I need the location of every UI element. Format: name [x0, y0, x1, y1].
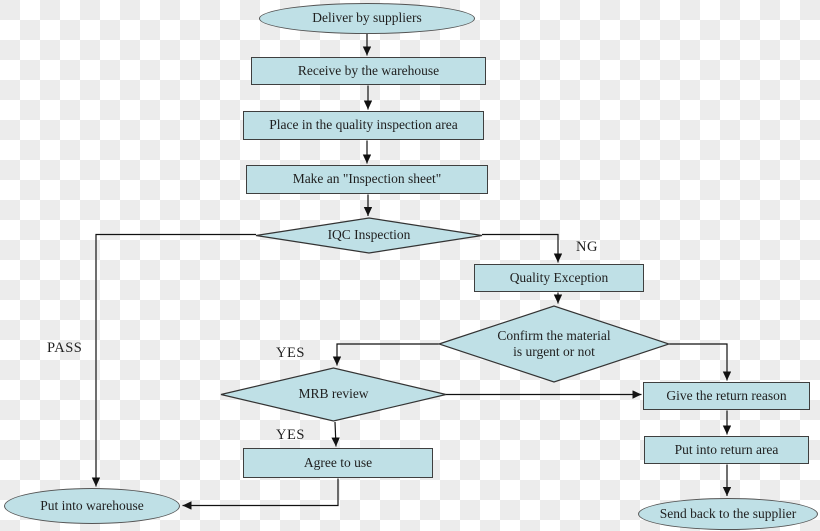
edge-mrb-agree-yes	[331, 421, 340, 447]
diamond-shape	[438, 305, 670, 383]
node-mrb-review-decision: MRB review	[220, 367, 447, 422]
node-label: MRB review	[298, 386, 369, 402]
node-quality-exception: Quality Exception	[474, 264, 644, 292]
node-label: Agree to use	[303, 454, 373, 470]
node-label: Put into warehouse	[40, 497, 144, 513]
diamond-shape	[220, 367, 447, 422]
node-label: IQC Inspection	[327, 227, 411, 243]
node-deliver-by-suppliers: Deliver by suppliers	[259, 3, 475, 34]
node-agree-to-use: Agree to use	[243, 448, 433, 478]
edge-label-yes-mrb-agree: YES	[276, 427, 305, 443]
node-label: Receive by the warehouse	[297, 62, 440, 78]
edge-label-yes-confirm-mrb: YES	[276, 345, 305, 361]
node-put-into-return-area: Put into return area	[644, 436, 809, 464]
node-iqc-inspection-decision: IQC Inspection	[255, 217, 483, 254]
node-put-into-warehouse: Put into warehouse	[4, 488, 180, 524]
edge-label-pass: PASS	[47, 340, 83, 356]
edge-iqc-warehouse-pass	[91, 233, 256, 487]
node-place-in-inspection-area: Place in the quality inspection area	[243, 111, 484, 140]
node-label: Quality Exception	[509, 269, 609, 285]
node-label: Send back to the supplier	[659, 505, 797, 521]
node-label: Confirm the material is urgent or not	[497, 328, 610, 360]
node-label-line-2: is urgent or not	[513, 344, 595, 359]
node-make-inspection-sheet: Make an "Inspection sheet"	[246, 165, 488, 194]
node-send-back-to-supplier: Send back to the supplier	[638, 498, 818, 530]
node-confirm-urgency-decision: Confirm the material is urgent or not	[438, 305, 670, 383]
edge-agree-warehouse	[182, 478, 339, 510]
node-label-line-1: Confirm the material	[497, 327, 611, 343]
diamond-shape	[255, 217, 483, 254]
node-label: Put into return area	[674, 441, 779, 457]
node-label: Deliver by suppliers	[312, 10, 422, 26]
node-receive-by-warehouse: Receive by the warehouse	[251, 57, 486, 85]
edge-label-ng: NG	[576, 239, 598, 255]
edge-confirm-mrb-yes	[332, 343, 439, 366]
node-label: Make an "Inspection sheet"	[292, 171, 442, 187]
edge-confirm-reason	[669, 343, 732, 381]
node-give-return-reason: Give the return reason	[643, 382, 810, 410]
node-label: Place in the quality inspection area	[269, 117, 458, 133]
node-label: Give the return reason	[666, 387, 787, 403]
edge-iqc-quality-ng	[482, 233, 563, 263]
